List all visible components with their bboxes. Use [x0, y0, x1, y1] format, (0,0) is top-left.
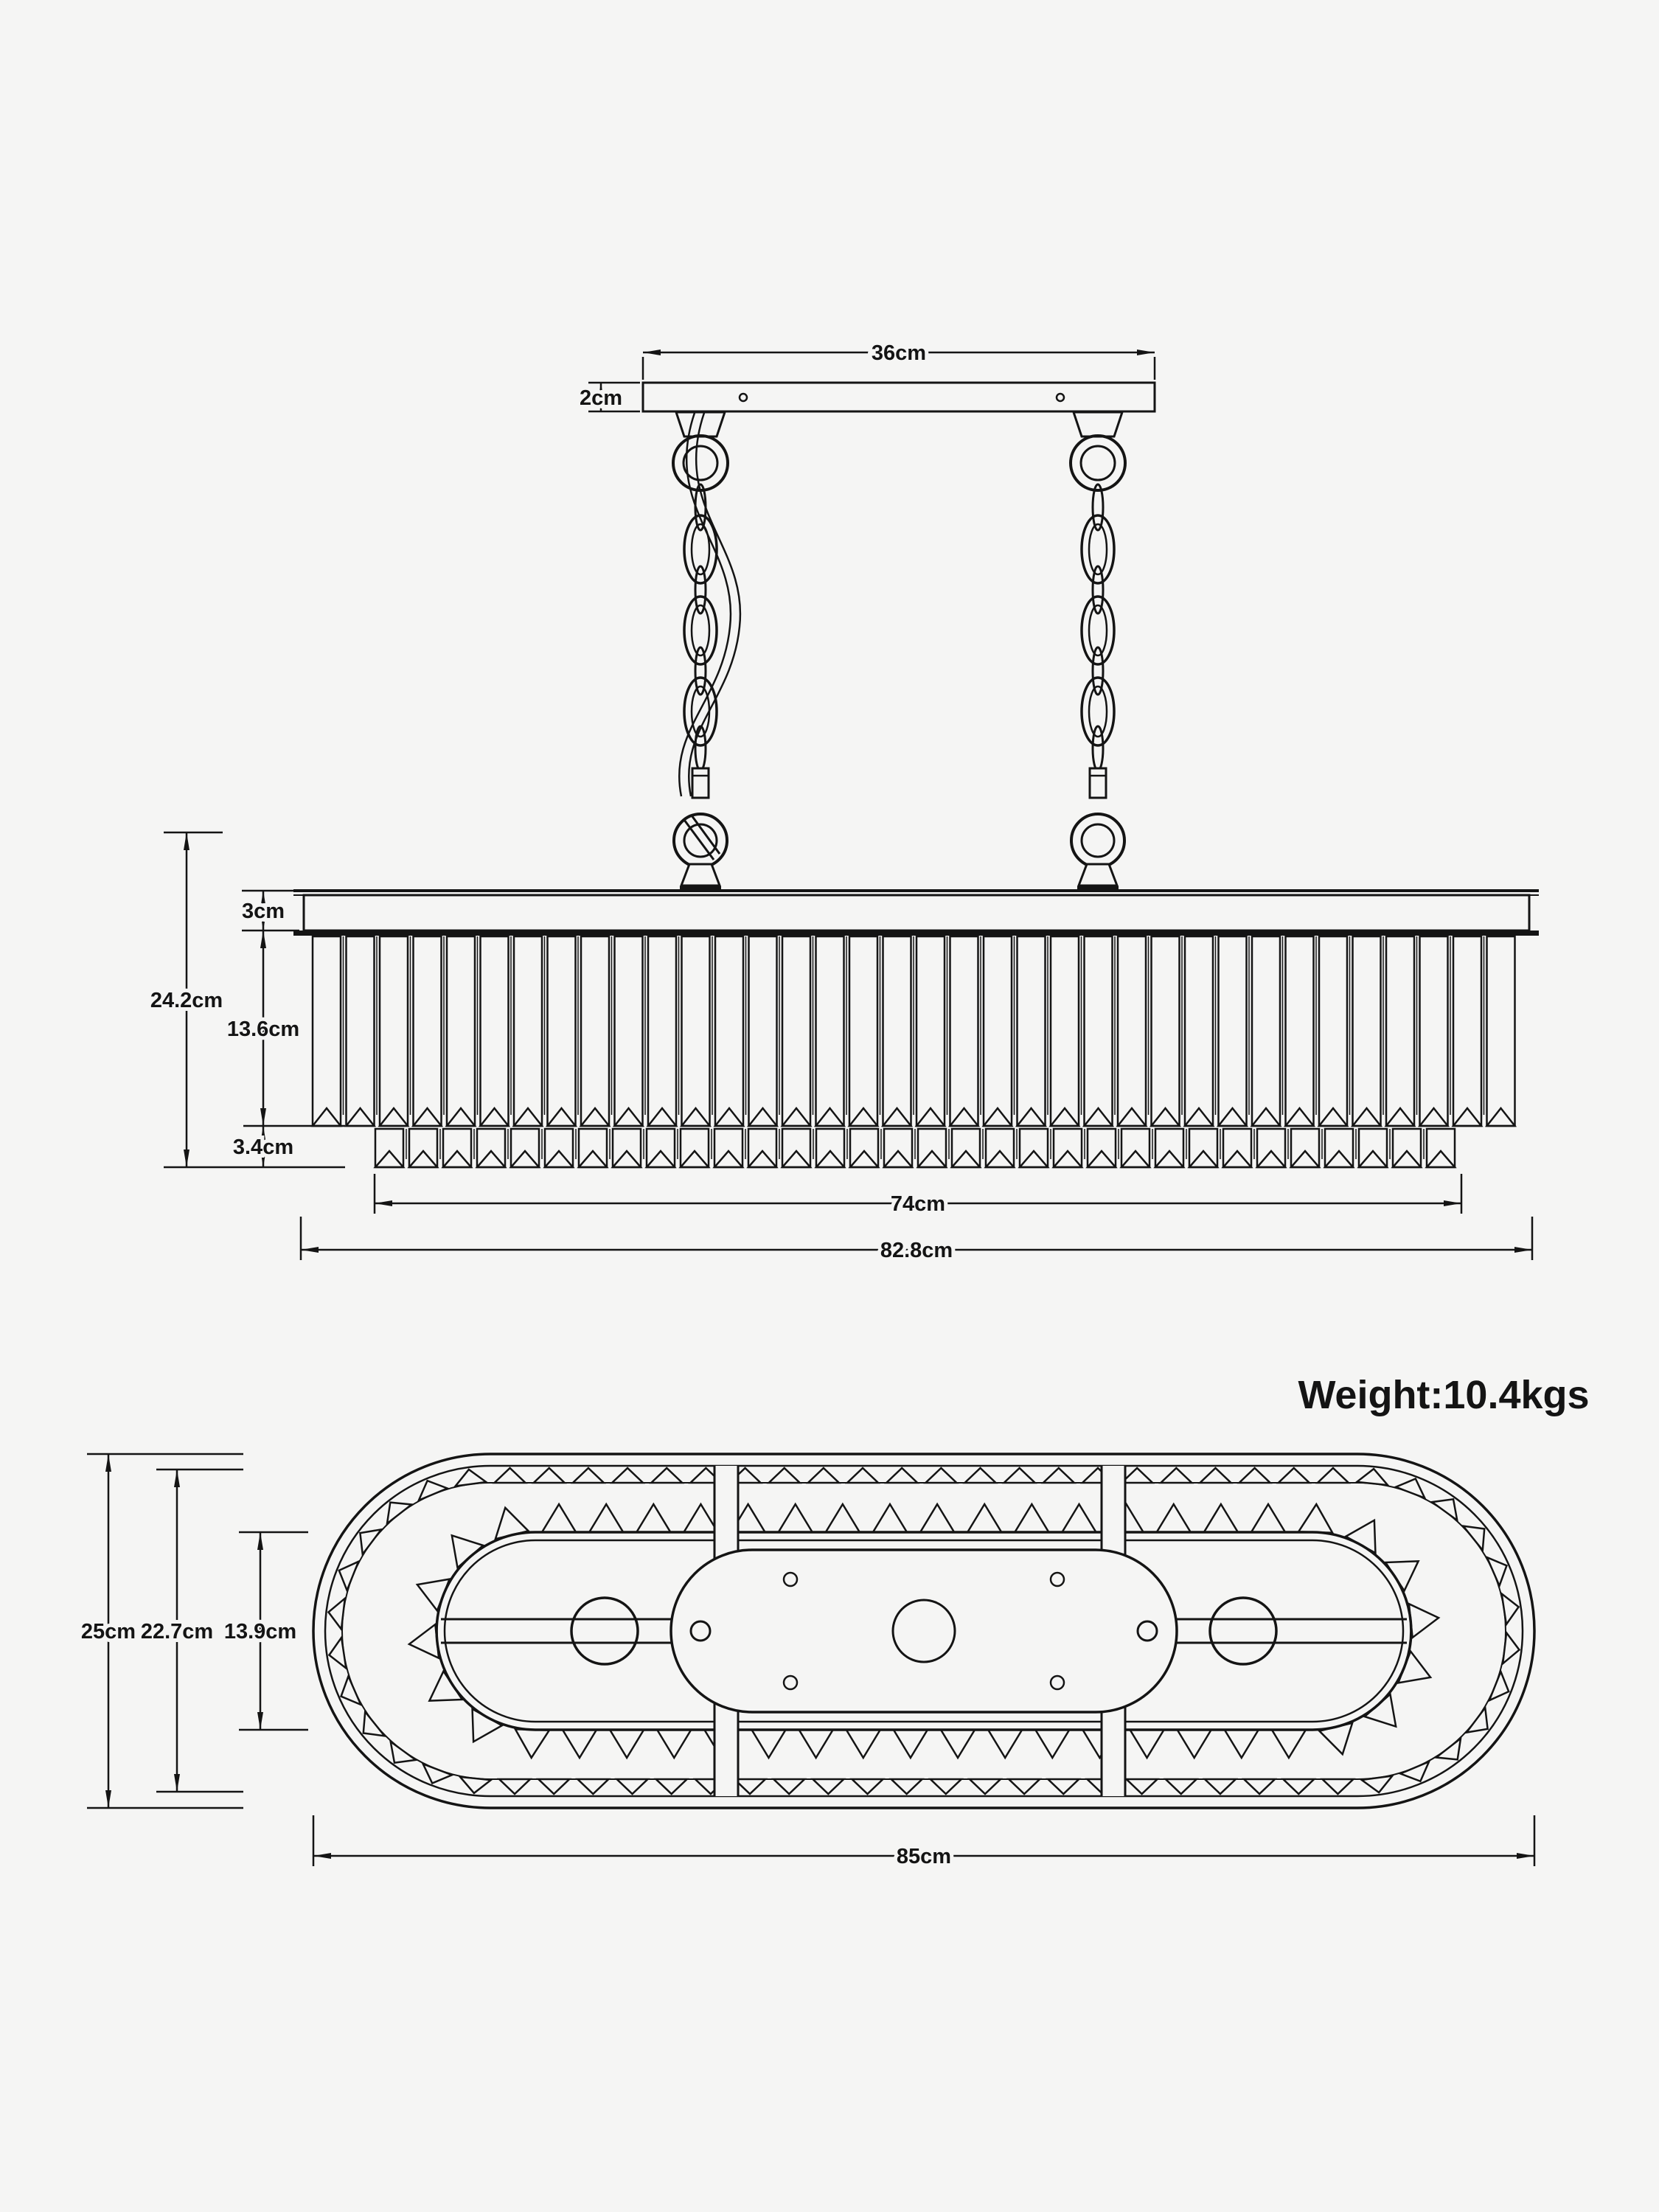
plan-overall-depth-label: 25cm [81, 1620, 136, 1644]
plan-ring-depth-label: 22.7cm [141, 1620, 213, 1644]
upper-tier-height-label: 13.6cm [227, 1018, 299, 1041]
dimension-lines [87, 349, 1536, 1866]
bottom-plan-view [312, 1453, 1536, 1809]
band-height-label: 3cm [242, 900, 285, 923]
lower-tier-width-label: 74cm [891, 1192, 945, 1216]
plan-overall-width-label: 85cm [897, 1845, 951, 1868]
plan-inner-depth-label: 13.9cm [224, 1620, 296, 1644]
lower-tier-height-label: 3.4cm [233, 1135, 293, 1159]
dimension-labels: 36cm 2cm 24.2cm 3cm 13.6cm 3.4cm 74cm 82… [77, 338, 1593, 1872]
weight-label: Weight:10.4kgs [1298, 1373, 1589, 1417]
overall-height-label: 24.2cm [150, 989, 223, 1012]
canopy-width-label: 36cm [872, 341, 926, 365]
overall-width-label: 82.8cm [880, 1239, 953, 1262]
side-elevation-view [293, 381, 1539, 1169]
canopy-thickness-label: 2cm [580, 386, 622, 410]
